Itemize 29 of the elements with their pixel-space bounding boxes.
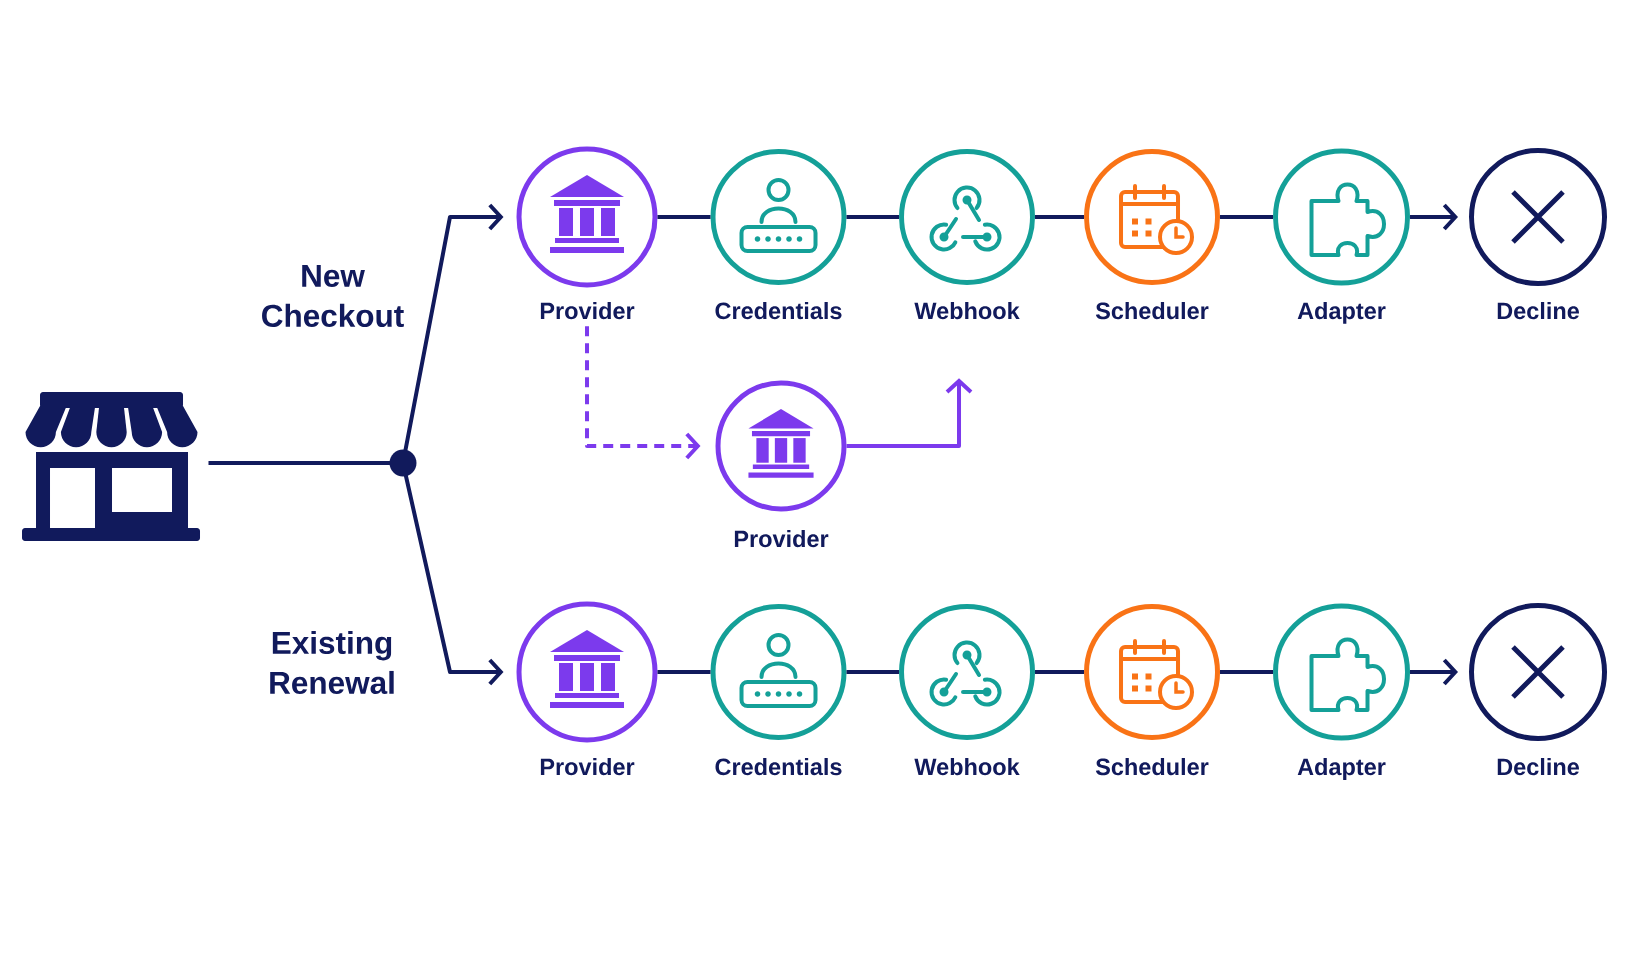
arrow — [1410, 658, 1458, 686]
arrow — [846, 378, 973, 448]
step-label: Provider — [540, 758, 635, 776]
step-label: Credentials — [715, 758, 842, 776]
step-label: Provider — [734, 530, 829, 548]
step-label: Webhook — [914, 758, 1020, 776]
step-label: Provider — [540, 302, 635, 320]
connector-line — [1220, 670, 1273, 674]
connector-line — [1220, 215, 1273, 219]
step-label: Decline — [1497, 758, 1579, 776]
step-label: Scheduler — [1095, 758, 1209, 776]
connector-line — [846, 215, 899, 219]
connector-line — [657, 670, 711, 674]
edge-label: New Checkout — [262, 265, 404, 327]
dashed-arrow — [585, 326, 701, 460]
store-icon — [22, 392, 200, 541]
connector-line — [657, 215, 711, 219]
connector-line — [846, 670, 899, 674]
step-label: Decline — [1497, 302, 1579, 320]
connector-line — [1035, 215, 1084, 219]
step-label: Webhook — [914, 302, 1020, 320]
step-label: Scheduler — [1095, 302, 1209, 320]
arrow — [208, 461, 504, 686]
arrow — [1410, 203, 1458, 231]
edge-label: Existing Renewal — [270, 630, 394, 695]
connector-line — [1035, 670, 1084, 674]
step-label: Adapter — [1297, 758, 1386, 780]
step-label: Credentials — [715, 302, 842, 320]
step-label: Adapter — [1297, 302, 1386, 324]
